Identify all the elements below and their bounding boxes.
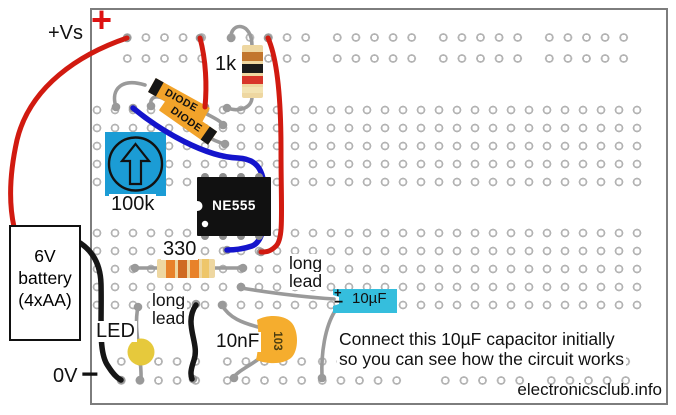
positive-rail-symbol: + [91, 0, 113, 40]
cap-10uf-plus-mark: + [334, 285, 342, 300]
cap-10uf-long-lead [239, 286, 336, 301]
resistor-1k-band2 [242, 64, 263, 73]
red-jumper-rail-to-ic [258, 35, 285, 255]
long-lead-note-cap-line1: long [287, 253, 325, 273]
ic-notch-icon [192, 201, 203, 211]
long-lead-note-cap-line2: lead [287, 271, 325, 291]
long-lead-note-led-line1: long [150, 290, 188, 310]
long-lead-note-led-line2: lead [150, 308, 188, 328]
cap-10nf-marking: 103 [270, 331, 283, 351]
resistor-330-band1 [166, 259, 175, 278]
battery-line1: 6V [34, 246, 56, 266]
cap-10uf-body [333, 289, 397, 313]
diode-2 [159, 97, 218, 145]
cap-10nf-top-lead [220, 303, 260, 329]
cap-10uf-neg-lead [320, 309, 337, 379]
diode-1-body [148, 78, 210, 122]
battery-positive-wire [8, 35, 130, 230]
credit-text: electronicsclub.info [517, 380, 662, 399]
potentiometer-100k [105, 132, 166, 196]
led-body [127, 338, 155, 366]
vs-label: +Vs [46, 22, 86, 44]
note-line1: Connect this 10µF capacitor initially [337, 329, 617, 349]
resistor-1k-band4 [242, 87, 263, 93]
negative-rail-symbol: − [81, 358, 99, 391]
potentiometer-dial [107, 136, 164, 192]
battery-line3: (4xAA) [18, 290, 72, 310]
diode-1-band [148, 77, 164, 97]
resistor-1k-top-lead [229, 24, 254, 48]
cap-10uf-label: 10µF [352, 290, 387, 307]
potentiometer-arrow-icon [119, 142, 152, 186]
diode-2-body [159, 97, 217, 145]
battery-line2: battery [18, 268, 72, 288]
resistor-1k-label: 1k [213, 53, 239, 75]
cap-10uf-minus-mark: − [334, 294, 344, 311]
black-jumper-wire [188, 302, 199, 382]
resistor-330 [157, 259, 215, 278]
potentiometer-body [105, 132, 166, 196]
cap-10nf-bottom-lead [232, 356, 262, 379]
diode1-right-lead [203, 111, 225, 127]
resistor-330-label: 330 [161, 238, 199, 260]
diode1-left-lead [112, 81, 147, 109]
diode-1 [148, 77, 210, 122]
resistor-1k-band1 [242, 52, 263, 61]
ic-ne555 [192, 173, 271, 240]
ic-body [197, 177, 271, 236]
cap-10nf-label: 10nF [214, 331, 262, 352]
resistor-1k [242, 45, 263, 98]
ic-pin1-dot-icon [201, 220, 209, 228]
potentiometer-label: 100k [109, 193, 157, 215]
resistor-330-band2 [178, 259, 187, 278]
battery-box: 6V battery (4xAA) [9, 225, 81, 341]
resistor-1k-bottom-lead [226, 95, 254, 112]
resistor-330-band4 [202, 259, 209, 278]
ic-label: NE555 [212, 198, 256, 213]
led-label: LED [94, 320, 137, 342]
cap-10nf-body [256, 316, 297, 364]
resistor-1k-band3 [242, 76, 263, 84]
resistor-330-band3 [190, 259, 199, 278]
diode-2-band [200, 126, 218, 145]
zero-v-label: 0V [51, 365, 80, 387]
note-line2: so you can see how the circuit works [337, 349, 626, 369]
red-jumper-rail-to-row [197, 35, 209, 110]
